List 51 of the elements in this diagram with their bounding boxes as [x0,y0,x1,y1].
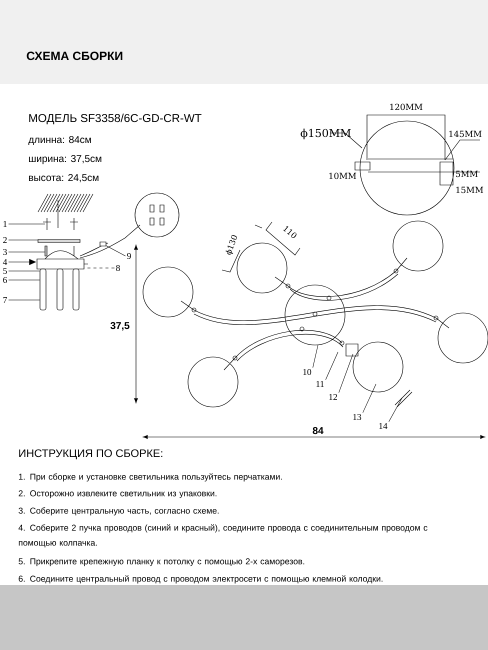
dimension-label: ϕ130 [226,235,237,255]
instruction-step: 4. Соберите 2 пучка проводов (синий и красный), соедините провода с соединительным проводом с помощью колпачка. [18,524,428,548]
callout-number: 14 [379,423,388,429]
mounting-bracket [38,239,80,243]
callout-number: 11 [316,381,324,387]
instruction-step: 5. Прикрепите крепежную планку к потолку с помощью 2-х саморезов. [18,558,304,566]
leader-line [388,398,402,422]
leader-line [8,270,40,272]
instruction-step: 2. Осторожно извлеките светильник из упаковки. [18,490,216,498]
wire-connector [100,242,106,246]
dimension-label: 84 [312,427,324,434]
callout-number: 5 [3,268,7,274]
dimension-label: 10MM [329,172,356,180]
instruction-step: 6. Соедините центральный провод с проводом электросети с помощью клемной колодки. [18,575,382,584]
heading: СХЕМА СБОРКИ [26,52,122,60]
leader-line [106,246,126,256]
dimension-label: 145MM [449,130,482,138]
callout-number: 1 [4,221,7,227]
dimension-label: ϕ150MM [300,128,351,140]
instructions-heading: ИНСТРУКЦИЯ ПО СБОРКЕ: [19,449,162,460]
instruction-step: 1. При сборке и установке светильника пользуйтесь перчатками. [18,473,282,482]
threaded-tube [72,268,80,310]
callout-number: 4 [2,259,8,265]
dimension-label: 15MM [456,186,484,194]
model-text: МОДЕЛЬ SF3358/6C-GD-CR-WT [29,114,202,124]
leader-line [325,352,338,380]
callout-number: 10 [303,368,312,376]
dimension-label: 120MM [390,104,422,110]
dimension-label: 37,5 [110,322,130,331]
threaded-tube [56,268,64,310]
callout-number: 9 [127,252,131,260]
leader-line [8,259,36,265]
callout-number: 13 [353,414,362,420]
leader-line [312,344,318,368]
spec-text: высота: 24,5см [29,174,98,182]
callout-number: 3 [3,248,7,256]
spec-text: ширина: 37,5см [29,155,102,164]
spec-text: длинна: 84см [28,136,91,145]
callout-number: 12 [329,394,337,400]
instruction-step: 3. Соберите центральную часть, согласно схеме. [18,507,219,516]
callout-number: 6 [3,276,7,284]
callout-number: 8 [116,264,120,272]
callout-number: 2 [3,237,7,243]
threaded-tube [40,268,46,310]
dimension-label: 5MM [456,170,478,178]
screw [44,246,48,256]
dimension-label: 110 [283,226,296,238]
leader-line [338,354,354,393]
leader-line [362,384,376,413]
mounting-plate [36,258,84,270]
callout-number: 7 [3,297,7,303]
